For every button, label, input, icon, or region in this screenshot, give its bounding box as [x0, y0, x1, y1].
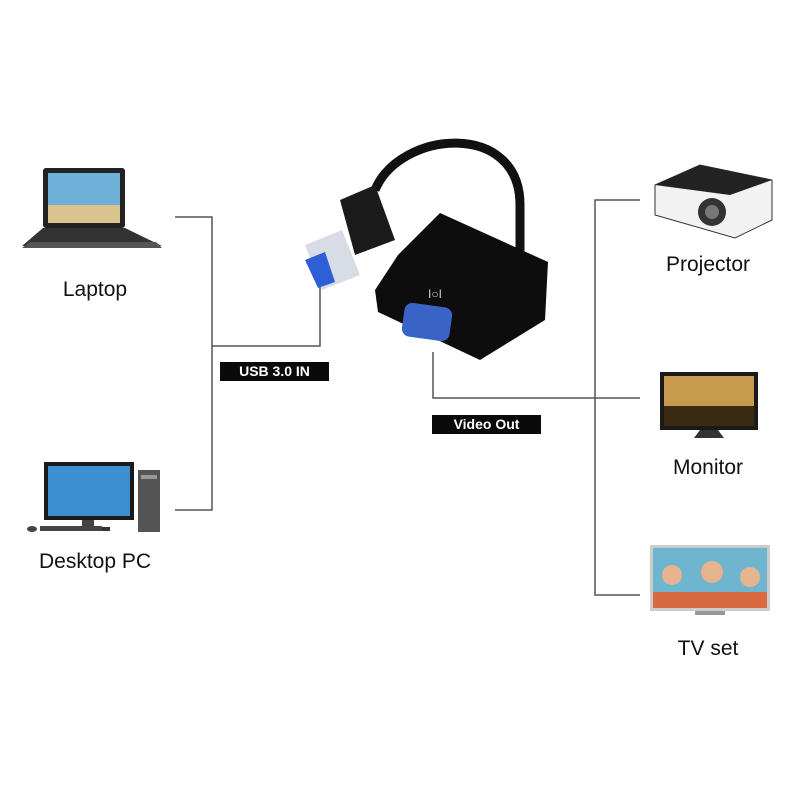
monitor-icon — [660, 372, 758, 438]
desktop-pc-label: Desktop PC — [38, 550, 152, 573]
monitor-label: Monitor — [672, 456, 744, 479]
projector-label: Projector — [665, 253, 751, 276]
laptop-label: Laptop — [62, 278, 128, 301]
connector-lines — [175, 199, 640, 596]
tv-set-label: TV set — [677, 637, 739, 660]
svg-text:I○I: I○I — [428, 287, 442, 301]
laptop-icon — [22, 168, 162, 248]
usb-vga-adapter-image: I○I — [305, 138, 548, 360]
projector-icon — [654, 164, 773, 239]
usb-in-tag: USB 3.0 IN — [220, 362, 329, 381]
video-out-tag: Video Out — [432, 415, 541, 434]
desktop-pc-icon — [27, 462, 160, 532]
tv-icon — [650, 545, 770, 615]
